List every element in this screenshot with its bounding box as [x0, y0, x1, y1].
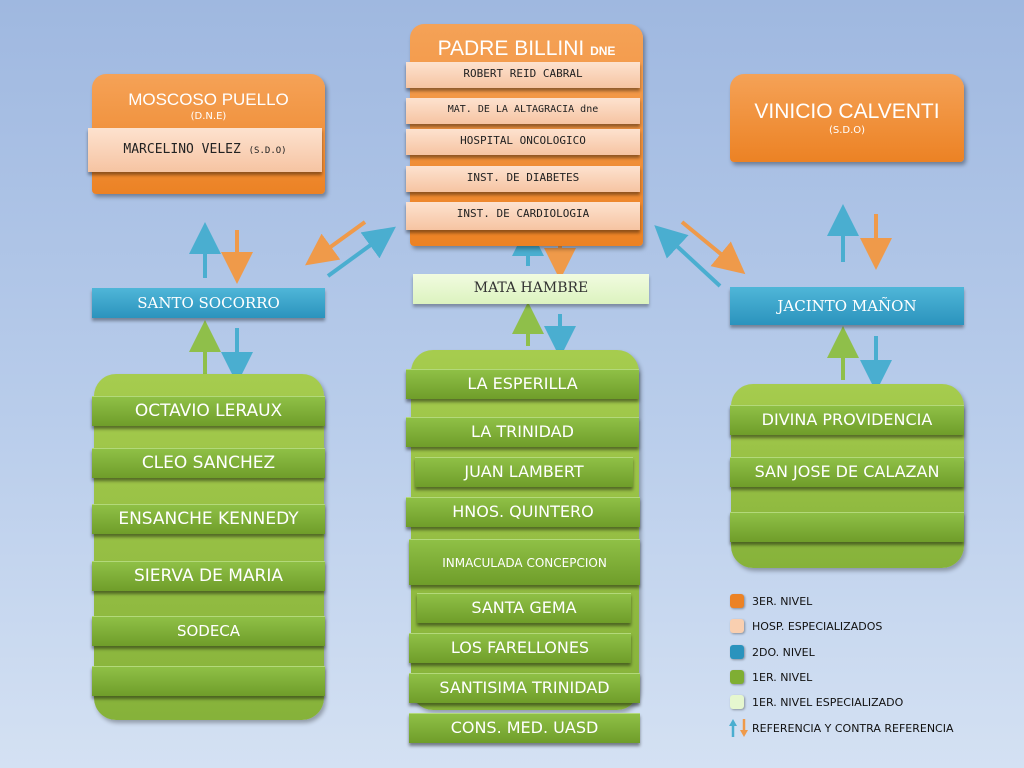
clinic-los-farellones: LOS FARELLONES [409, 633, 631, 663]
clinic-empty-right [730, 512, 964, 542]
clinic-empty-left [92, 666, 325, 696]
legend-swatch-3er-nivel [730, 594, 744, 608]
legend-label-1er-nivel: 1ER. NIVEL [752, 671, 813, 684]
legend-label-referencia: REFERENCIA Y CONTRA REFERENCIA [752, 722, 954, 735]
marcelino-velez-suffix: (S.D.O) [248, 146, 287, 156]
clinic-hnos-quintero: HNOS. QUINTERO [406, 497, 640, 527]
clinic-sodeca: SODECA [92, 616, 325, 646]
legend-swatch-1er-nivel [730, 670, 744, 684]
padre-billini-title: PADRE BILLINI DNE [410, 36, 643, 64]
clinic-cleo-sanchez: CLEO SANCHEZ [92, 448, 325, 478]
hospital-item-cardiologia: INST. DE CARDIOLOGIA [406, 202, 640, 230]
clinic-octavio-leraux: OCTAVIO LERAUX [92, 396, 325, 426]
arrow-diagonal-down-icon [680, 220, 746, 275]
vinicio-calventi-subtitle: (S.D.O) [828, 125, 866, 136]
legend-label-2do-nivel: 2DO. NIVEL [752, 646, 815, 659]
legend-swatch-1er-nivel-especializado [730, 695, 744, 709]
jacinto-manon-box: JACINTO MAÑON [730, 287, 964, 325]
clinic-ensanche-kennedy: ENSANCHE KENNEDY [92, 504, 325, 534]
moscoso-puello-title: MOSCOSO PUELLO [128, 90, 289, 109]
mata-hambre-box: MATA HAMBRE [413, 274, 649, 304]
left-first-level-panel [94, 374, 324, 720]
clinic-san-jose-de-calazan: SAN JOSE DE CALAZAN [730, 457, 964, 487]
legend-label-1er-nivel-especializado: 1ER. NIVEL ESPECIALIZADO [752, 696, 904, 709]
hospital-item-robert-reid: ROBERT REID CABRAL [406, 62, 640, 88]
vinicio-calventi-title: VINICIO CALVENTI [754, 100, 940, 123]
padre-billini-suffix: DNE [590, 44, 616, 58]
clinic-sierva-de-maria: SIERVA DE MARIA [92, 561, 325, 591]
hospital-item-diabetes: INST. DE DIABETES [406, 166, 640, 192]
legend-label-3er-nivel: 3ER. NIVEL [752, 595, 813, 608]
clinic-divina-providencia: DIVINA PROVIDENCIA [730, 405, 964, 435]
legend: 3ER. NIVEL HOSP. ESPECIALIZADOS 2DO. NIV… [728, 594, 1018, 744]
legend-swatch-hosp-especializados [730, 619, 744, 633]
referral-arrows-icon [729, 719, 748, 737]
vinicio-calventi-panel: VINICIO CALVENTI (S.D.O) [730, 74, 964, 162]
marcelino-velez-label: MARCELINO VELEZ [123, 142, 241, 157]
hospital-item-marcelino-velez: MARCELINO VELEZ (S.D.O) [88, 128, 322, 172]
hospital-item-oncologico: HOSPITAL ONCOLOGICO [406, 129, 640, 155]
legend-label-hosp-especializados: HOSP. ESPECIALIZADOS [752, 620, 883, 633]
clinic-santisima-trinidad: SANTISIMA TRINIDAD [409, 673, 640, 703]
clinic-la-trinidad: LA TRINIDAD [406, 417, 639, 447]
arrow-diagonal-down-icon [305, 220, 367, 266]
arrow-diagonal-up-icon [654, 225, 722, 288]
clinic-santa-gema: SANTA GEMA [417, 593, 631, 623]
arrow-diagonal-up-icon [326, 226, 396, 278]
hospital-item-altagracia: MAT. DE LA ALTAGRACIA dne [406, 98, 640, 124]
clinic-la-esperilla: LA ESPERILLA [406, 369, 639, 399]
clinic-inmaculada-concepcion: INMACULADA CONCEPCION [409, 539, 640, 585]
moscoso-puello-subtitle: (D.N.E) [190, 111, 227, 122]
santo-socorro-box: SANTO SOCORRO [92, 288, 325, 318]
clinic-juan-lambert: JUAN LAMBERT [415, 457, 633, 487]
clinic-cons-med-uasd: CONS. MED. UASD [409, 713, 640, 743]
padre-billini-title-text: PADRE BILLINI [437, 37, 585, 60]
legend-swatch-2do-nivel [730, 645, 744, 659]
